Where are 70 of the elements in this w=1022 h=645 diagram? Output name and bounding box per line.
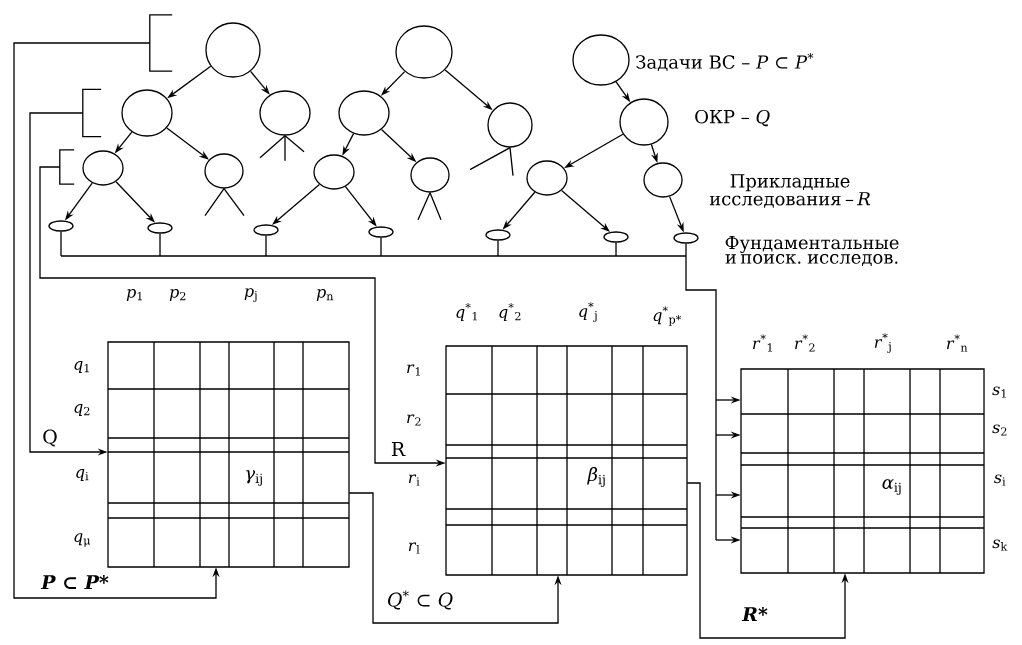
leaf-ellipse <box>147 222 173 234</box>
tree-circle <box>121 89 173 137</box>
edge-label: P ⊂ P* <box>40 573 110 591</box>
tree-circle <box>619 98 669 146</box>
level-label: Прикладные исследования – R <box>709 174 871 208</box>
row-header: q$_{1}$ <box>74 361 89 373</box>
column-header: q$^{*}$j <box>579 302 597 322</box>
leaf-ellipse <box>48 220 74 232</box>
tree-circle <box>643 162 683 198</box>
branch-line <box>509 147 514 177</box>
row-header: s$_{k}$ <box>992 539 1008 551</box>
tree-circle <box>410 157 450 193</box>
row-header: s$_{i}$ <box>994 474 1006 486</box>
edge-label: Q <box>41 428 59 448</box>
tree-circle <box>204 153 244 189</box>
column-header: q$^{*}$2 <box>499 303 521 321</box>
column-header: q$^{*}$p* <box>653 306 682 326</box>
row-header: q$_{i}$ <box>76 469 89 481</box>
tree-circle <box>526 160 568 196</box>
branch-line <box>469 147 511 171</box>
bracket <box>82 88 102 138</box>
tree-circle <box>82 150 124 186</box>
column-header: p$_{n}$ <box>316 289 334 301</box>
tree-circle <box>338 90 390 136</box>
branch-line <box>429 192 442 221</box>
column-header: p$_{2}$ <box>169 289 186 301</box>
branch-line <box>259 135 286 159</box>
column-header: p$_{j}$ <box>244 288 257 302</box>
edge-label: Q$^{*}$ ⊂ Q <box>385 589 455 611</box>
branch-line <box>223 188 245 217</box>
tree-circle <box>259 90 311 136</box>
branch-line <box>204 188 225 217</box>
row-header: r$_{l}$ <box>408 542 420 554</box>
row-header: q$_{2}$ <box>74 404 90 416</box>
leaf-ellipse <box>368 226 394 238</box>
arrow <box>166 127 209 160</box>
tree-circle <box>487 102 533 148</box>
column-header: r$^{*}$1 <box>753 334 772 352</box>
branch-line <box>284 135 305 153</box>
branch-line <box>417 192 431 221</box>
level-label: Задачи ВС – P ⊂ P$^{*}$ <box>636 52 814 72</box>
row-header: s$_{1}$ <box>992 386 1006 398</box>
bracket <box>59 149 75 185</box>
bracket <box>149 14 173 72</box>
row-header: r$_{i}$ <box>408 474 420 486</box>
tree-circle <box>313 154 355 190</box>
column-header: p$_{1}$ <box>126 289 142 301</box>
branch-line <box>284 135 286 162</box>
matrix-entry: γ$_{ij}$ <box>246 470 262 486</box>
row-header: r$_{2}$ <box>407 414 421 426</box>
matrix-entry: β$_{ij}$ <box>587 467 605 487</box>
row-header: s$_{2}$ <box>992 424 1007 436</box>
leaf-ellipse <box>603 231 629 243</box>
edge-label: R <box>389 441 407 457</box>
edge-label: R* <box>741 605 769 623</box>
leaf-ellipse <box>485 229 511 241</box>
row-header: r$_{1}$ <box>407 364 420 376</box>
tree-circle <box>205 22 261 78</box>
level-label: Фундаментальные и поиск. исследов. <box>725 235 899 267</box>
level-label: ОКР – Q <box>695 109 770 127</box>
leaf-ellipse <box>253 224 279 236</box>
tree-circle <box>395 25 453 79</box>
column-header: r$^{*}$n <box>947 334 968 352</box>
matrix-entry: α$_{ij}$ <box>882 479 901 495</box>
column-header: q$^{*}$1 <box>456 303 477 321</box>
leaf-ellipse <box>673 232 699 244</box>
column-header: r$^{*}$2 <box>795 334 815 352</box>
column-header: r$^{*}$j <box>874 333 891 353</box>
tree-circle <box>572 34 630 86</box>
row-header: q$_{μ}$ <box>74 533 91 547</box>
